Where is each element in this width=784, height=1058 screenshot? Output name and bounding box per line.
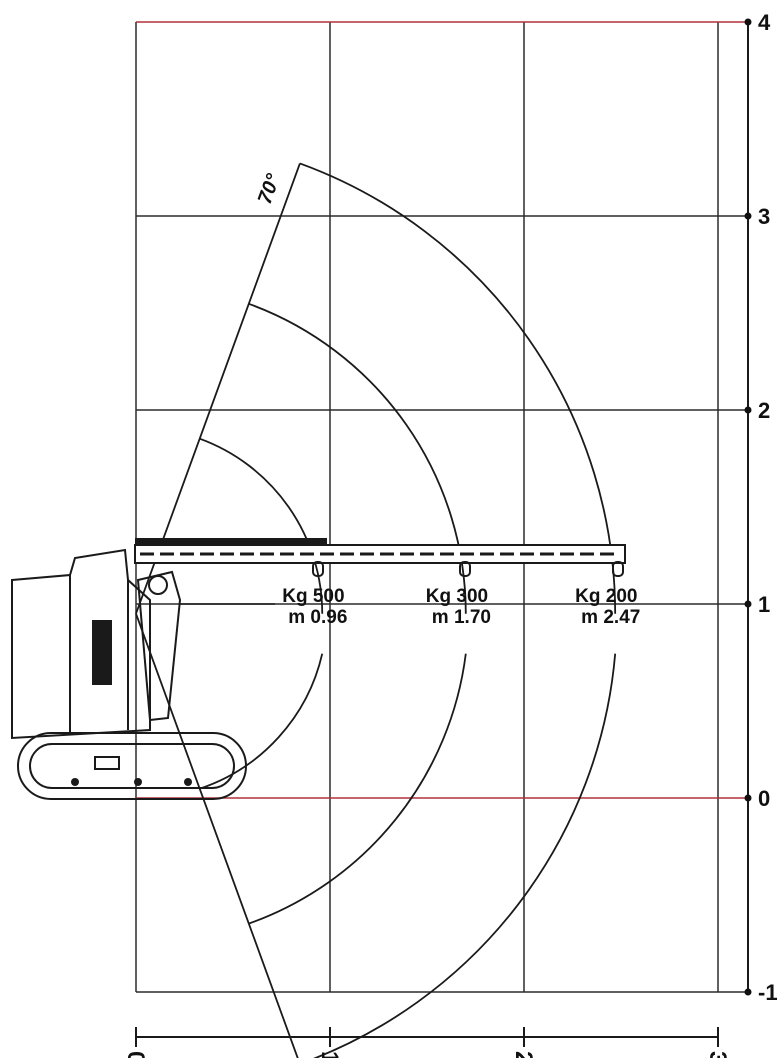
- lift-arm: [136, 570, 182, 722]
- mini-crane-machine: [11, 538, 626, 800]
- y-tick-dot: [744, 988, 752, 996]
- track-wheel-1: [71, 778, 79, 786]
- range-arc-lower-2: [248, 653, 467, 925]
- load-kg-label: Kg 300: [426, 586, 488, 607]
- load-m-label: m 0.96: [288, 607, 347, 628]
- y-tick-dot: [744, 18, 752, 26]
- range-arc-upper-1: [199, 437, 324, 614]
- x-tick-label: 2: [510, 1051, 537, 1058]
- y-tick-dot: [744, 406, 752, 414]
- working-range-arcs: [135, 162, 617, 1058]
- x-tick-label: 3: [704, 1051, 731, 1058]
- y-tick-label: 0: [758, 786, 770, 811]
- y-tick-dot: [744, 600, 752, 608]
- machine-body: [11, 548, 151, 740]
- min-angle-ray: [135, 613, 299, 1058]
- load-m-label: m 2.47: [581, 607, 640, 628]
- track-inner: [29, 743, 235, 789]
- track-wheel-3: [184, 778, 192, 786]
- y-tick-dot: [744, 212, 752, 220]
- angle-label: 70°: [254, 170, 285, 207]
- load-kg-label: Kg 500: [282, 586, 344, 607]
- load-m-label: m 1.70: [432, 607, 491, 628]
- track-plate: [94, 756, 120, 770]
- grid: [135, 21, 748, 993]
- x-tick-label: 0: [122, 1051, 149, 1058]
- hook-3: [612, 561, 624, 577]
- range-arc-upper-2: [248, 302, 467, 614]
- engine-grille: [92, 620, 112, 685]
- arm-pivot: [148, 575, 168, 595]
- hook-1: [312, 561, 324, 577]
- x-tick-label: 1: [316, 1051, 343, 1058]
- y-tick-label: 3: [758, 204, 770, 229]
- range-arc-upper-3: [299, 162, 617, 614]
- y-tick-label: 1: [758, 592, 770, 617]
- hook-2: [459, 561, 471, 577]
- y-tick-dot: [744, 794, 752, 802]
- y-tick-label: 2: [758, 398, 770, 423]
- axes: 4 3 2 1 0 -1 0 1 2 3: [122, 10, 778, 1058]
- y-tick-label: -1: [758, 980, 778, 1005]
- track-outer: [17, 732, 247, 800]
- range-arc-lower-1: [199, 653, 324, 790]
- y-tick-label: 4: [758, 10, 771, 35]
- range-arc-lower-3: [313, 653, 617, 1058]
- load-kg-label: Kg 200: [575, 586, 637, 607]
- track-wheel-2: [134, 778, 142, 786]
